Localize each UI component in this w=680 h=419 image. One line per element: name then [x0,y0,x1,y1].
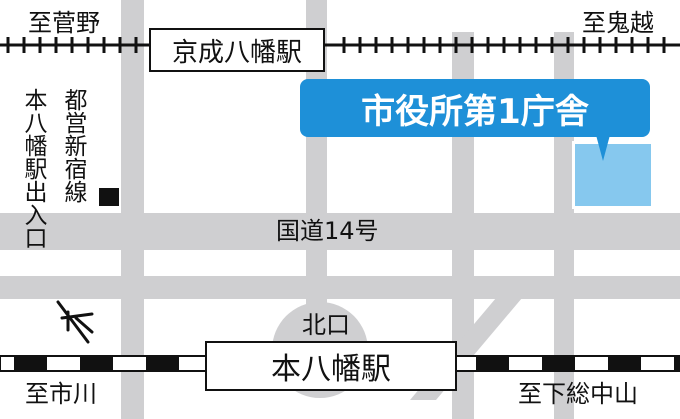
road-route14 [0,213,680,250]
north-exit-label: 北口 [302,311,350,339]
road-vertical-left [121,0,144,419]
keisei-line [0,37,680,53]
city-hall-label: 市役所第1庁舎 [361,91,589,132]
route14-label: 国道14号 [276,217,379,245]
to-sugano-label: 至菅野 [28,9,100,37]
north-arrow-icon [56,300,94,344]
to-shimofusanakayama-label: 至下総中山 [518,380,638,408]
motoyawata-station: 本八幡駅 [205,341,457,391]
road-horizontal-lower [0,276,680,299]
to-ichikawa-label: 至市川 [25,380,97,408]
city-hall-callout: 市役所第1庁舎 [300,79,650,137]
station-exit-label: 本八幡駅出入口 [20,88,46,249]
city-hall-building [572,141,654,209]
toei-shinjuku-line-label: 都営新宿線 [60,88,86,203]
keisei-yawata-station: 京成八幡駅 [149,28,325,72]
city-hall-callout-pointer [596,135,610,161]
keisei-yawata-station-label: 京成八幡駅 [171,37,302,68]
motoyawata-station-label: 本八幡駅 [271,352,391,387]
to-onikoshi-label: 至鬼越 [582,9,654,37]
subway-exit-marker [99,188,119,206]
